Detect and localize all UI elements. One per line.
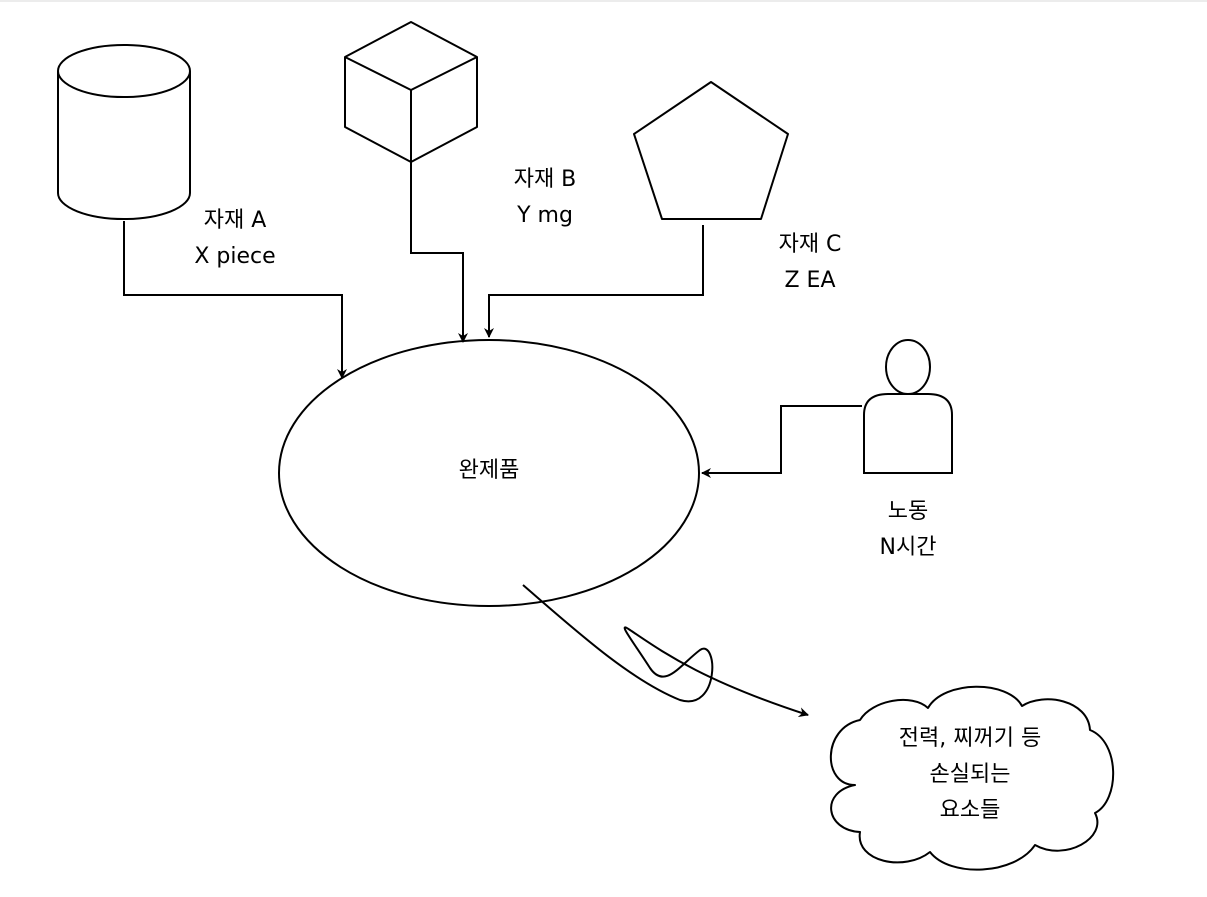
material-b-qty: Y mg <box>517 203 573 228</box>
edge-loss <box>522 584 809 717</box>
material-a-qty: X piece <box>194 244 276 269</box>
labor-name: 노동 <box>887 499 929 524</box>
loss-label: 전력, 찌꺼기 등 손실되는 요소들 <box>870 721 1070 829</box>
material-c-name: 자재 C <box>778 232 842 257</box>
cloud-shape[interactable] <box>829 685 1115 871</box>
cube-shape[interactable] <box>344 21 478 163</box>
pentagon-shape[interactable] <box>633 81 789 220</box>
edge-material-a <box>123 221 347 379</box>
material-b-name: 자재 B <box>513 167 577 192</box>
loss-line1: 전력, 찌꺼기 등 <box>898 726 1042 751</box>
material-a-name: 자재 A <box>203 208 267 233</box>
material-a-label: 자재 A X piece <box>180 203 290 275</box>
product-label: 완제품 <box>458 458 520 483</box>
product-ellipse[interactable] <box>278 339 700 607</box>
person-icon[interactable] <box>863 339 953 474</box>
loss-line3: 요소들 <box>939 798 1001 823</box>
labor-qty: N시간 <box>879 535 937 560</box>
cylinder-shape[interactable] <box>57 44 191 220</box>
edge-labor <box>701 405 862 478</box>
material-b-label: 자재 B Y mg <box>490 162 600 234</box>
material-c-label: 자재 C Z EA <box>755 227 865 299</box>
edge-material-c <box>484 225 704 338</box>
edge-material-b <box>410 162 468 343</box>
material-c-qty: Z EA <box>784 268 836 293</box>
loss-line2: 손실되는 <box>929 762 1011 787</box>
labor-label: 노동 N시간 <box>853 494 963 566</box>
top-border <box>0 0 1207 2</box>
